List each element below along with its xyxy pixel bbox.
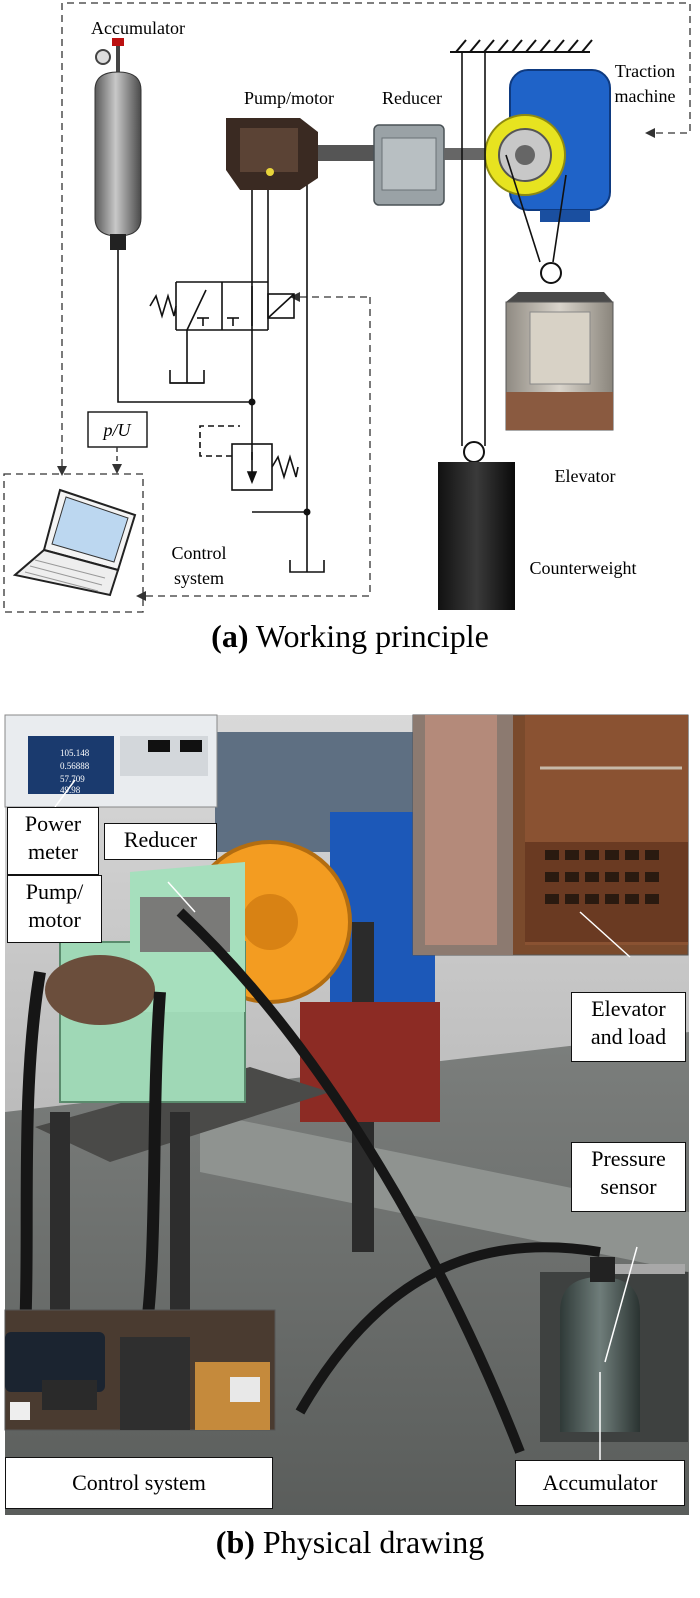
caption-a-text: Working principle	[255, 618, 489, 654]
label-pressure-sensor: Pressure sensor	[571, 1142, 686, 1212]
label-traction-line1: Traction	[615, 61, 675, 81]
caption-b-letter: (b)	[215, 1524, 255, 1560]
label-traction-line2: machine	[615, 86, 676, 106]
counterweight-sheave	[463, 441, 485, 463]
relief-valve-symbol	[199, 425, 299, 491]
arrow-to-laptop	[136, 591, 146, 601]
reducer-icon	[373, 124, 494, 206]
label-reducer-photo: Reducer	[104, 823, 217, 860]
tank-symbol	[169, 370, 205, 384]
junction-node	[248, 398, 256, 406]
label-control-line2: system	[174, 568, 224, 588]
caption-a-letter: (a)	[211, 618, 249, 654]
floor-panel	[200, 1112, 689, 1272]
control-system-box	[3, 473, 144, 613]
label-pressure-line2: sensor	[600, 1174, 657, 1199]
accumulator-icon	[94, 38, 142, 250]
physical-drawing: 105.148 0.56888 57.709 49.98 Power	[0, 672, 700, 1598]
arrow-down-laptop	[57, 466, 67, 476]
directional-valve-symbol	[149, 281, 295, 331]
control-signal-loop	[61, 2, 691, 597]
label-elevator-line1: Elevator	[591, 996, 666, 1021]
power-meter-inset	[4, 714, 218, 808]
car-sheave	[540, 262, 562, 284]
sensor-box	[87, 411, 148, 448]
label-leader-lines	[54, 779, 638, 1469]
schematic-svg: Accumulator	[3, 2, 691, 613]
meter-reading-2: 0.56888	[60, 761, 90, 771]
caption-b-text: Physical drawing	[262, 1524, 485, 1560]
label-counterweight: Counterweight	[530, 558, 637, 578]
label-elevator-load: Elevator and load	[571, 992, 686, 1062]
caption-a: (a) Working principle	[0, 618, 700, 655]
label-elevator: Elevator	[555, 466, 616, 486]
label-reducer: Reducer	[382, 88, 442, 108]
label-accumulator-photo: Accumulator	[515, 1460, 685, 1506]
arrow-to-traction	[645, 128, 655, 138]
caption-b: (b) Physical drawing	[0, 1524, 700, 1561]
label-pump-motor: Pump/motor	[244, 88, 334, 108]
pump-motor-icon	[226, 118, 374, 190]
pump-stand-photo	[19, 862, 601, 1454]
meter-reading-1: 105.148	[60, 748, 90, 758]
elevator-load-inset	[412, 714, 689, 956]
label-power-meter-line1: Power	[24, 811, 82, 836]
control-system-inset	[4, 1309, 276, 1431]
hoist-ropes	[461, 52, 567, 446]
junction-node	[303, 508, 311, 516]
laptop-icon	[12, 488, 137, 597]
traction-machine-icon	[484, 69, 611, 222]
label-pump-line2: motor	[28, 907, 81, 932]
elevator-car-icon	[505, 292, 614, 431]
label-pump-motor-photo: Pump/ motor	[7, 875, 102, 943]
working-principle-diagram: Accumulator	[0, 0, 700, 672]
label-control-line1: Control	[171, 543, 226, 563]
meter-reading-3: 57.709	[60, 774, 85, 784]
hydraulic-lines	[117, 175, 308, 572]
accumulator-photo	[540, 1257, 688, 1442]
ceiling-support	[450, 39, 593, 53]
arrow-sensor-to-laptop	[112, 464, 122, 474]
label-power-meter: Power meter	[7, 807, 99, 875]
counterweight-icon	[438, 462, 515, 610]
label-pump-line1: Pump/	[25, 879, 84, 904]
label-elevator-line2: and load	[590, 1024, 667, 1049]
label-accumulator: Accumulator	[91, 18, 185, 38]
meter-reading-4: 49.98	[60, 785, 81, 795]
label-pressure-line1: Pressure	[591, 1146, 666, 1171]
label-power-meter-line2: meter	[27, 839, 79, 864]
label-control-system-photo: Control system	[5, 1457, 273, 1509]
tank-symbol	[289, 560, 325, 573]
label-sensor: p/U	[102, 420, 132, 440]
arrow-to-valve	[290, 292, 300, 302]
